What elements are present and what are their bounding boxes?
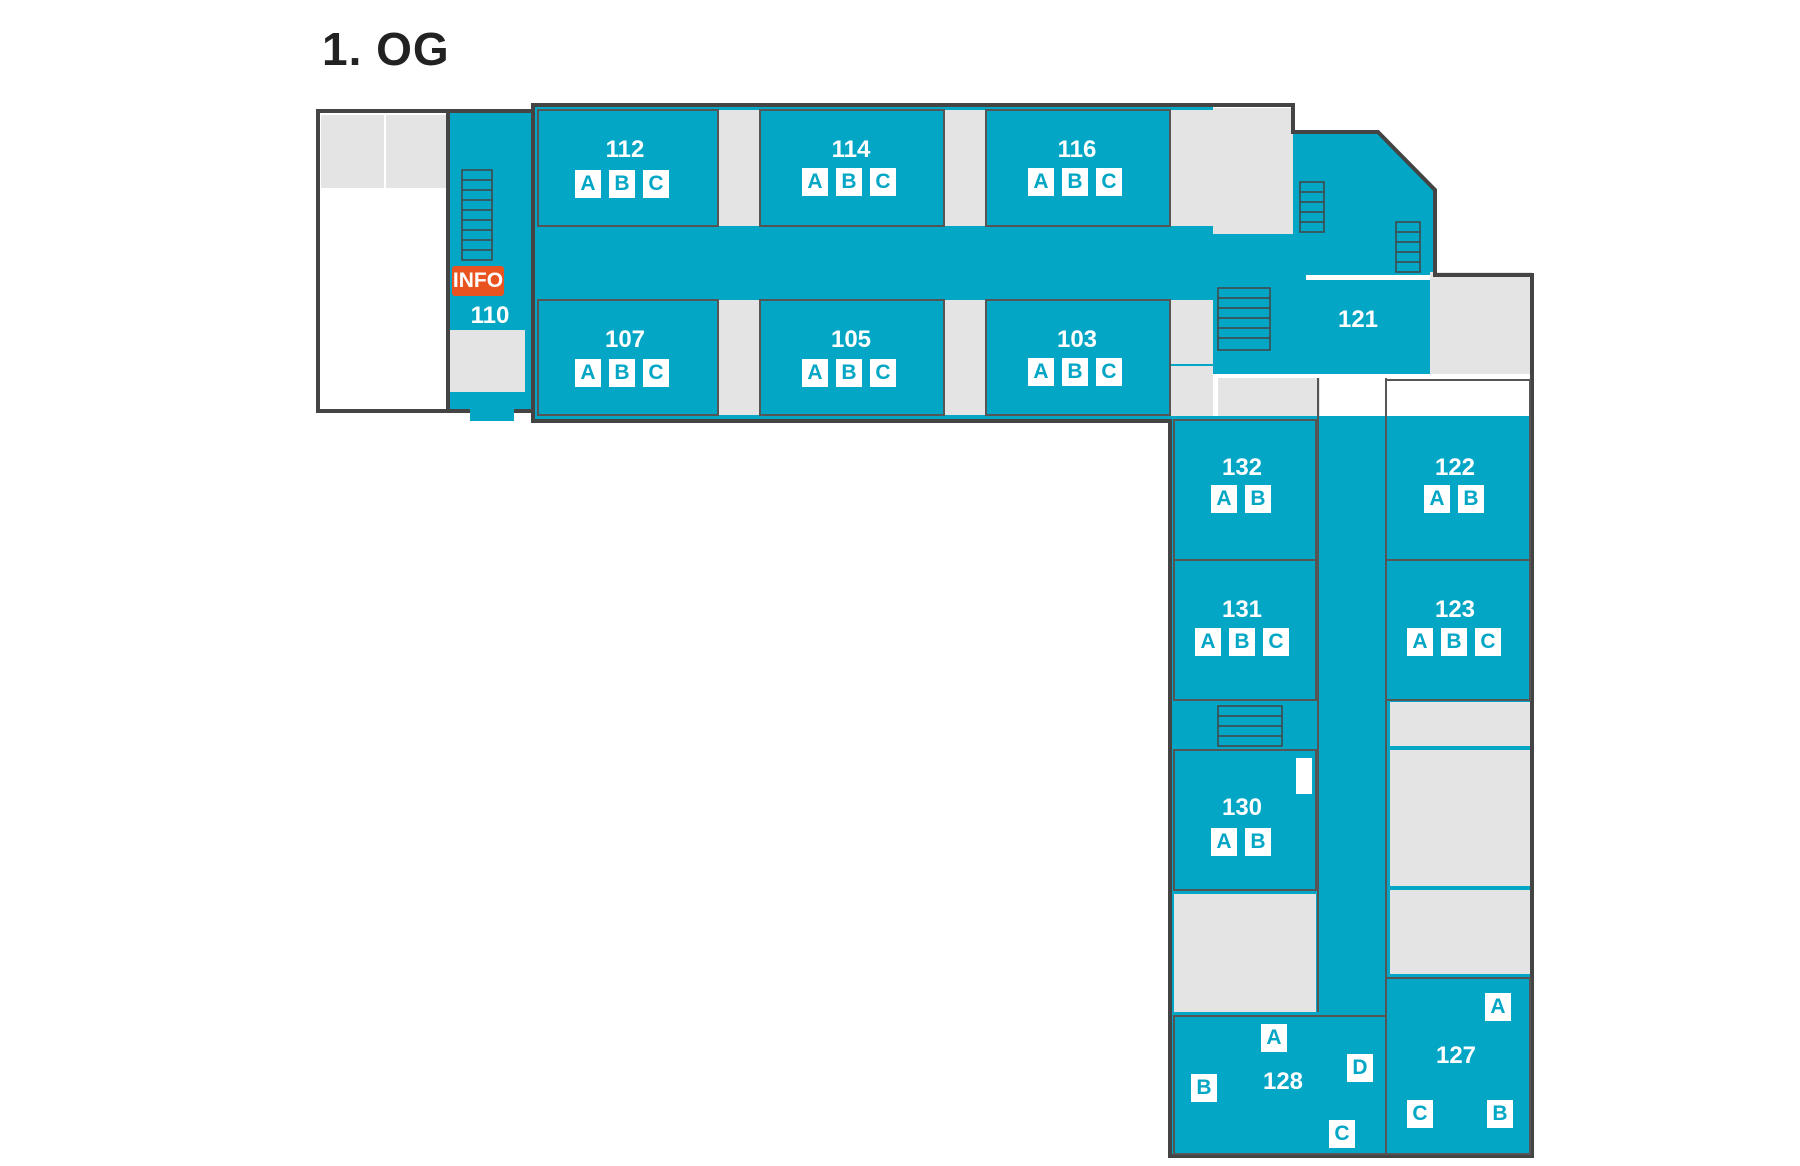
room-number-132[interactable]: 132 [1221, 454, 1263, 481]
seat-107-C[interactable]: C [643, 359, 669, 387]
room-121 [1213, 280, 1430, 374]
room-number-130[interactable]: 130 [1221, 794, 1263, 821]
seat-130-B[interactable]: B [1245, 828, 1271, 856]
entrance [470, 405, 514, 421]
seat-128-D[interactable]: D [1347, 1054, 1373, 1082]
stairs-west-icon [461, 169, 493, 261]
outer-walls [531, 103, 1534, 1158]
stairs-east-icon [1217, 705, 1283, 747]
seat-128-B[interactable]: B [1191, 1074, 1217, 1102]
seat-132-A[interactable]: A [1211, 485, 1237, 513]
seat-116-A[interactable]: A [1028, 168, 1054, 196]
seat-112-B[interactable]: B [609, 170, 635, 198]
seat-116-C[interactable]: C [1096, 168, 1122, 196]
seat-105-B[interactable]: B [836, 359, 862, 387]
seat-132-B[interactable]: B [1245, 485, 1271, 513]
seat-112-A[interactable]: A [575, 170, 601, 198]
seat-123-C[interactable]: C [1475, 628, 1501, 656]
room-number-122[interactable]: 122 [1434, 454, 1476, 481]
room-number-131[interactable]: 131 [1221, 596, 1263, 623]
room-121-upper [1293, 132, 1435, 275]
seat-131-C[interactable]: C [1263, 628, 1289, 656]
seat-114-C[interactable]: C [870, 168, 896, 196]
info-point[interactable]: INFO [452, 266, 504, 296]
room-number-105[interactable]: 105 [830, 326, 872, 353]
seat-131-A[interactable]: A [1195, 628, 1221, 656]
seat-122-B[interactable]: B [1458, 485, 1484, 513]
seat-130-A[interactable]: A [1211, 828, 1237, 856]
seat-123-B[interactable]: B [1441, 628, 1467, 656]
seat-127-C[interactable]: C [1407, 1100, 1433, 1128]
seat-107-A[interactable]: A [575, 359, 601, 387]
room-number-114[interactable]: 114 [831, 136, 871, 163]
room-number-110[interactable]: 110 [470, 302, 510, 329]
room-number-123[interactable]: 123 [1434, 596, 1476, 623]
floor-title: 1. OG [322, 23, 450, 75]
seat-114-A[interactable]: A [802, 168, 828, 196]
room-number-128[interactable]: 128 [1262, 1068, 1304, 1095]
seat-114-B[interactable]: B [836, 168, 862, 196]
stairs-ne-icon [1299, 181, 1421, 273]
seat-123-A[interactable]: A [1407, 628, 1433, 656]
room-number-103[interactable]: 103 [1056, 326, 1098, 353]
room-number-121[interactable]: 121 [1337, 306, 1379, 333]
room-number-112[interactable]: 112 [605, 136, 645, 163]
seat-103-C[interactable]: C [1096, 358, 1122, 386]
seat-127-A[interactable]: A [1485, 993, 1511, 1021]
seat-107-B[interactable]: B [609, 359, 635, 387]
stairs-center-icon [1217, 287, 1271, 351]
seat-116-B[interactable]: B [1062, 168, 1088, 196]
seat-127-B[interactable]: B [1487, 1100, 1513, 1128]
room-number-107[interactable]: 107 [604, 326, 646, 353]
seat-105-C[interactable]: C [870, 359, 896, 387]
seat-103-B[interactable]: B [1062, 358, 1088, 386]
seat-122-A[interactable]: A [1424, 485, 1450, 513]
room-number-116[interactable]: 116 [1057, 136, 1097, 163]
seat-131-B[interactable]: B [1229, 628, 1255, 656]
info-label: INFO [452, 269, 504, 292]
room-number-127[interactable]: 127 [1435, 1042, 1477, 1069]
seat-128-A[interactable]: A [1261, 1024, 1287, 1052]
seat-128-C[interactable]: C [1329, 1120, 1355, 1148]
seat-103-A[interactable]: A [1028, 358, 1054, 386]
seat-105-A[interactable]: A [802, 359, 828, 387]
seat-112-C[interactable]: C [643, 170, 669, 198]
